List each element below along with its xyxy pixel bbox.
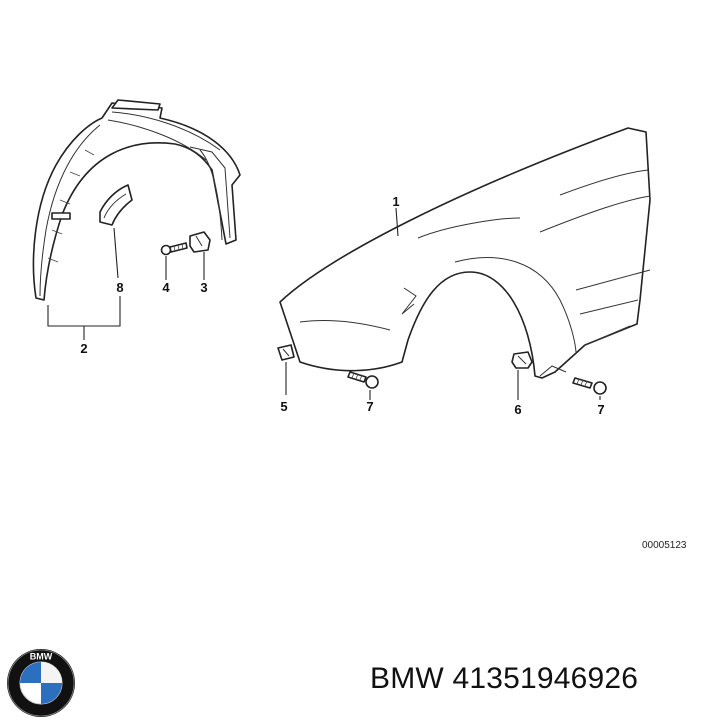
callout-2: 2 bbox=[80, 341, 87, 356]
screw-7a bbox=[347, 371, 379, 389]
trim-piece-8 bbox=[99, 184, 133, 226]
callout-3: 3 bbox=[200, 280, 207, 295]
svg-text:BMW: BMW bbox=[30, 652, 53, 662]
clip-6 bbox=[511, 351, 533, 369]
part-caption: BMW 41351946926 bbox=[370, 662, 639, 695]
callout-8: 8 bbox=[116, 280, 123, 295]
wheel-arch-liner bbox=[32, 99, 241, 301]
callout-7a: 7 bbox=[366, 399, 373, 414]
bmw-logo: BMW bbox=[7, 649, 75, 717]
clip-nut-3 bbox=[189, 231, 211, 253]
front-fender bbox=[279, 127, 651, 379]
callout-4: 4 bbox=[162, 280, 170, 295]
leader-lines bbox=[47, 207, 601, 400]
callout-1: 1 bbox=[392, 194, 399, 209]
screw-7b bbox=[572, 377, 607, 395]
callout-6: 6 bbox=[514, 402, 521, 417]
reference-code: 00005123 bbox=[642, 540, 687, 551]
callout-7b: 7 bbox=[597, 402, 604, 417]
callout-5: 5 bbox=[280, 399, 287, 414]
clip-5 bbox=[277, 344, 295, 361]
screw-4 bbox=[160, 242, 188, 256]
